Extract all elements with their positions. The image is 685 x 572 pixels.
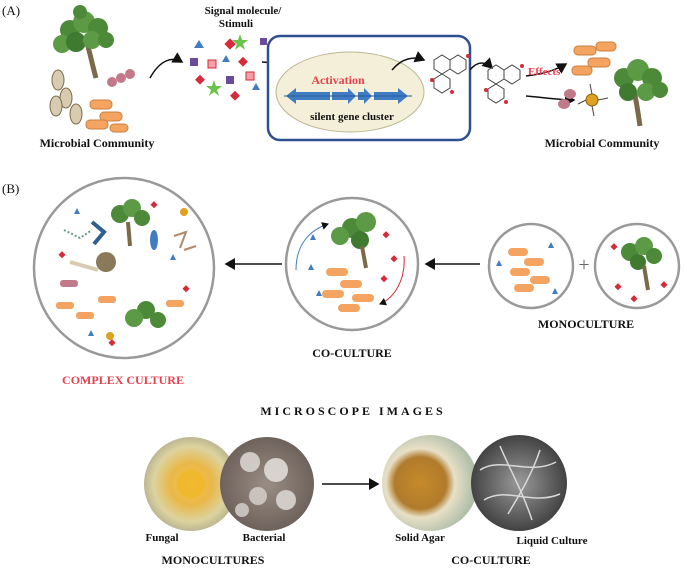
activation-label: Activation: [311, 73, 365, 87]
complex-culture-contents: [56, 199, 197, 347]
effects-label: Effects: [528, 66, 561, 78]
bacterial-monoculture-contents: [496, 242, 558, 294]
complex-culture-caption: COMPLEX CULTURE: [62, 373, 184, 387]
effects-arrow-upper: [525, 63, 568, 77]
monoculture-caption: MONOCULTURE: [537, 317, 635, 331]
effects-arrow-lower: [525, 93, 576, 106]
fungal-monoculture-contents: [610, 237, 668, 303]
right-microbe-icon: [558, 83, 609, 117]
fungus-icon: [53, 5, 114, 79]
monocultures-caption: MONOCULTURES: [161, 553, 265, 567]
cocci-chain-icon: [107, 69, 135, 87]
right-fungus-icon: [614, 59, 668, 127]
fungal-label: Fungal: [145, 532, 179, 544]
arrow-to-compound: [391, 51, 426, 71]
plus-sign: +: [578, 254, 590, 276]
coculture-circle: [284, 196, 420, 332]
panel-a-label: (A): [2, 3, 21, 18]
solid-agar-label: Solid Agar: [395, 532, 445, 544]
right-community-caption: Microbial Community: [544, 136, 660, 150]
rod-bacteria-icon: [85, 99, 129, 133]
right-rod-bacteria-icon: [571, 41, 617, 76]
left-community-caption: Microbial Community: [39, 136, 155, 150]
bacterial-micrograph: [220, 437, 314, 531]
panel-b: [32, 176, 681, 360]
liquid-culture-micrograph: [471, 435, 567, 531]
signal-label-line2: Stimuli: [218, 18, 254, 30]
gene-cluster-icon: [284, 88, 412, 104]
coculture-contents: [295, 212, 405, 312]
microscope-coculture-caption: CO-CULTURE: [451, 553, 531, 567]
bacillus-chain-icon: [49, 69, 83, 125]
panel-a: [49, 5, 668, 142]
arrow-to-signals: [149, 52, 184, 79]
panel-b-label: (B): [2, 181, 20, 196]
liquid-culture-hyphae: [479, 445, 561, 521]
bacterial-label: Bacterial: [242, 532, 286, 544]
microscope-row: [144, 435, 567, 531]
gene-cluster-label: silent gene cluster: [310, 111, 394, 123]
solid-agar-micrograph: [382, 435, 478, 531]
signal-molecules-icon: [190, 34, 267, 101]
coculture-caption: CO-CULTURE: [312, 346, 392, 360]
bacterial-colonies: [235, 452, 296, 517]
arrow-to-effects-compound: [469, 57, 494, 71]
compound-structure-icon: [430, 54, 470, 94]
signal-label-line1: Signal molecule/: [204, 5, 282, 17]
liquid-culture-label: Liquid Culture: [516, 535, 588, 547]
microscope-heading: MICROSCOPE IMAGES: [260, 404, 446, 418]
effect-compound-icon: [484, 64, 524, 104]
